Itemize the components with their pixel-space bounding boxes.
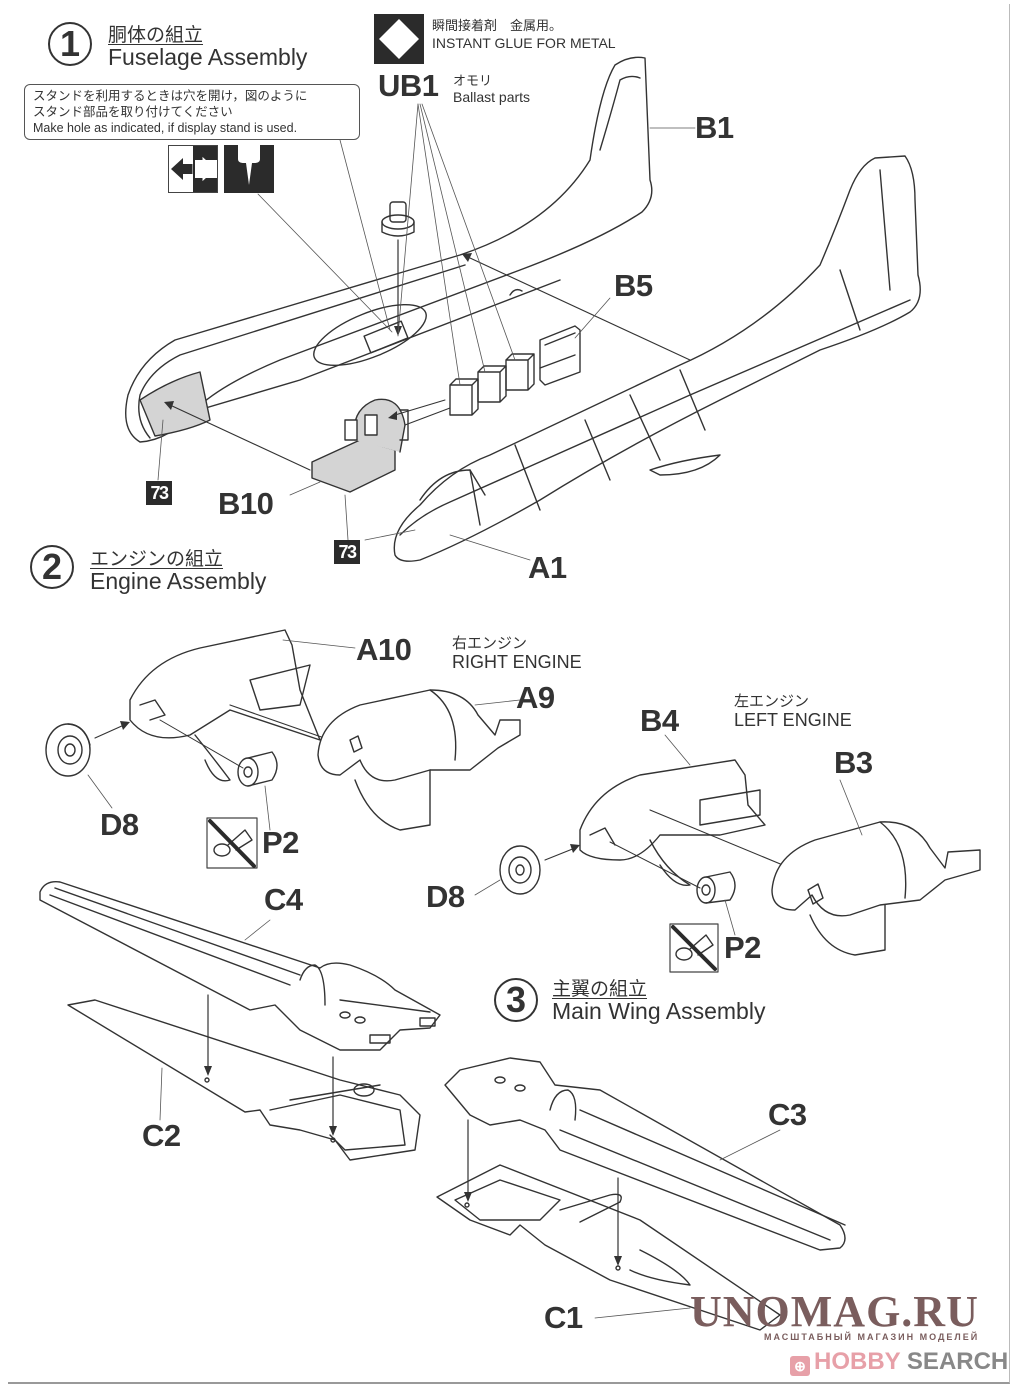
part-p2-right [237, 751, 278, 787]
part-b5 [539, 325, 581, 386]
step-1-number: 1 [48, 22, 92, 66]
fuselage-half-b1 [125, 56, 653, 443]
ballast-en: Ballast parts [453, 89, 531, 105]
fuselage-half-a1 [393, 155, 921, 562]
part-label-a1: A1 [528, 550, 567, 585]
part-c4 [39, 881, 441, 1051]
part-label-p2-left: P2 [724, 930, 761, 965]
part-label-p2-right: P2 [262, 825, 299, 860]
glue-note-jp: 瞬間接着剤 金属用。 [432, 18, 563, 33]
step-2-title-en: Engine Assembly [90, 568, 267, 594]
left-engine-jp: 左エンジン [734, 693, 810, 710]
part-label-c1: C1 [544, 1300, 583, 1335]
step-3-title-en: Main Wing Assembly [552, 998, 766, 1024]
stand-part [381, 201, 415, 237]
part-label-ub1: UB1 [378, 68, 439, 103]
watermark-hobby-search: ⊕HOBBY SEARCH [790, 1348, 1008, 1376]
stand-note-en: Make hole as indicated, if display stand… [33, 121, 298, 135]
step-1-title-en: Fuselage Assembly [108, 44, 308, 70]
hobby-search-logo-icon: ⊕ [790, 1356, 810, 1376]
stand-note-jp-line2: スタンド部品を取り付けてください [33, 105, 233, 119]
step-3-number: 3 [494, 978, 538, 1022]
no-glue-icon-left [669, 923, 719, 973]
watermark-tagline: МАСШТАБНЫЙ МАГАЗИН МОДЕЛЕЙ [764, 1332, 980, 1342]
step-1-title-jp: 胴体の組立 [108, 25, 204, 46]
stand-note-box: スタンドを利用するときは穴を開け，図のように スタンド部品を取り付けてください … [24, 84, 360, 140]
glue-note-en: INSTANT GLUE FOR METAL [432, 35, 616, 51]
part-c3 [444, 1057, 846, 1251]
step-2-title-jp: エンジンの組立 [90, 549, 224, 570]
part-label-b1: B1 [695, 110, 734, 145]
part-a9 [317, 689, 521, 831]
page-border [8, 4, 1010, 1384]
stand-note-jp-line1: スタンドを利用するときは穴を開け，図のように [33, 89, 308, 103]
part-label-a9: A9 [516, 680, 555, 715]
open-hole-icon [168, 145, 218, 193]
right-engine-en: RIGHT ENGINE [452, 652, 582, 672]
part-label-b3: B3 [834, 745, 873, 780]
part-c2 [67, 999, 421, 1161]
paint-code-73-cockpit: 73 [334, 540, 360, 564]
step-3-title-jp: 主翼の組立 [552, 979, 648, 1000]
part-p2-left [696, 871, 736, 904]
part-label-b10: B10 [218, 486, 274, 521]
part-label-b5: B5 [614, 268, 653, 303]
part-label-c3: C3 [768, 1097, 807, 1132]
left-engine-en: LEFT ENGINE [734, 710, 852, 730]
instant-glue-diamond-icon [374, 14, 424, 64]
ballast-blocks [449, 353, 535, 416]
part-b10 [311, 398, 409, 493]
watermark-unomag: UNOMAG.RU [690, 1287, 979, 1336]
right-engine-jp: 右エンジン [452, 635, 528, 652]
paint-code-73-fuselage: 73 [146, 481, 172, 505]
part-label-b4: B4 [640, 703, 679, 738]
ballast-jp: オモリ [453, 73, 493, 88]
part-b4 [579, 759, 766, 887]
drill-hole-icon [224, 145, 274, 193]
step-2-number: 2 [30, 545, 74, 589]
part-d8-right [45, 723, 91, 777]
no-glue-icon-right [206, 817, 258, 869]
part-a10 [129, 629, 321, 782]
part-b3 [771, 821, 981, 956]
watermark-search: SEARCH [906, 1348, 1009, 1375]
part-label-c4: C4 [264, 882, 303, 917]
part-d8-left [499, 845, 541, 895]
watermark-hobby: HOBBY [814, 1348, 901, 1375]
part-label-c2: C2 [142, 1118, 181, 1153]
part-label-a10: A10 [356, 632, 412, 667]
part-label-d8-left: D8 [426, 879, 465, 914]
part-c1 [436, 1164, 781, 1331]
part-label-d8-right: D8 [100, 807, 139, 842]
